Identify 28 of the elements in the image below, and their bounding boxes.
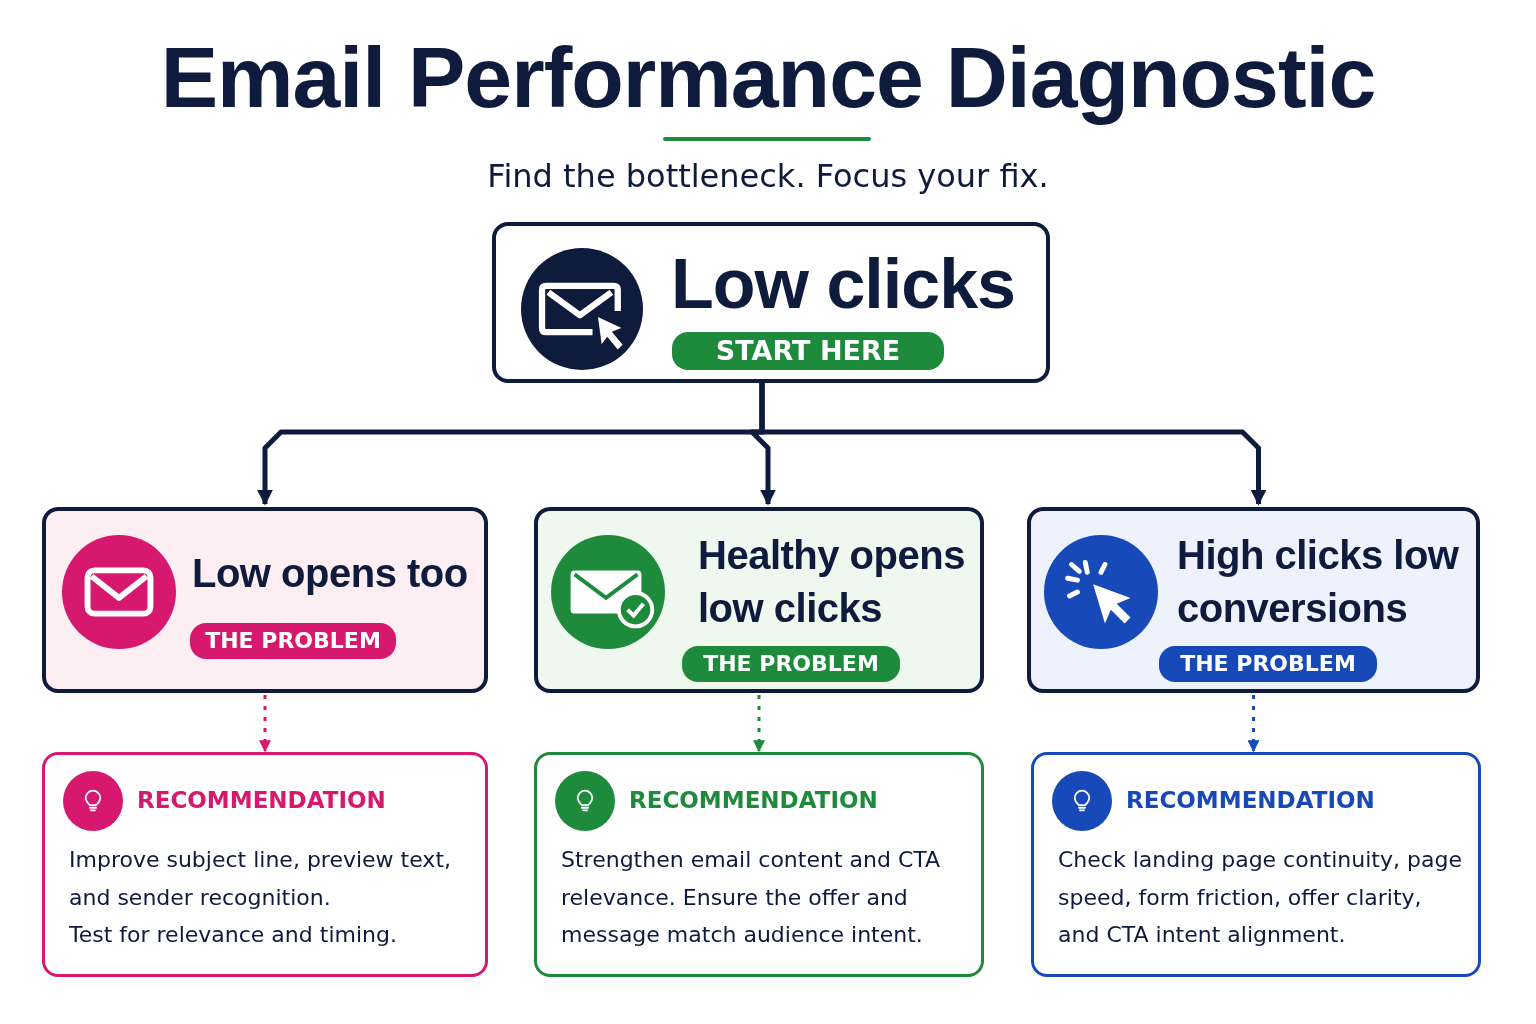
title: Email Performance Diagnostic <box>159 28 1377 127</box>
dashed-arrow <box>753 695 765 753</box>
node-title: Healthy opens low clicks <box>698 532 966 632</box>
dashed-arrow <box>1247 695 1260 753</box>
status-pill: THE PROBLEM <box>1159 646 1377 682</box>
subtitle: Find the bottleneck. Focus your fix. <box>486 157 1050 195</box>
status-pill: START HERE <box>672 332 944 370</box>
status-pill: THE PROBLEM <box>682 646 900 682</box>
problem-box <box>534 507 984 693</box>
recommendation-heading: RECOMMENDATION <box>137 787 386 813</box>
recommendation-box <box>42 752 488 977</box>
dashed-arrow <box>259 695 271 753</box>
problem-box <box>1027 507 1480 693</box>
node-title: High clicks low conversions <box>1177 532 1460 632</box>
problem-box <box>42 507 488 693</box>
recommendation-box <box>1031 752 1481 977</box>
recommendation-box <box>534 752 984 977</box>
recommendation-heading: RECOMMENDATION <box>629 787 878 813</box>
recommendation-text: Check landing page continuity, page speed, form friction, offer clarity, and CTA intent alignment. <box>1058 846 1463 949</box>
node-title: Low opens too <box>192 550 469 597</box>
recommendation-text: Strengthen email content and CTA relevance. Ensure the offer and message match audience intent. <box>561 846 942 949</box>
recommendation-heading: RECOMMENDATION <box>1126 787 1375 813</box>
status-pill: THE PROBLEM <box>190 623 396 659</box>
arrow <box>759 383 1267 506</box>
node-title: Low clicks <box>671 244 1016 324</box>
recommendation-text: Test for relevance and timing. <box>69 921 398 949</box>
start-box <box>492 222 1050 383</box>
recommendation-text: Improve subject line, preview text, and sender recognition. <box>69 846 452 912</box>
